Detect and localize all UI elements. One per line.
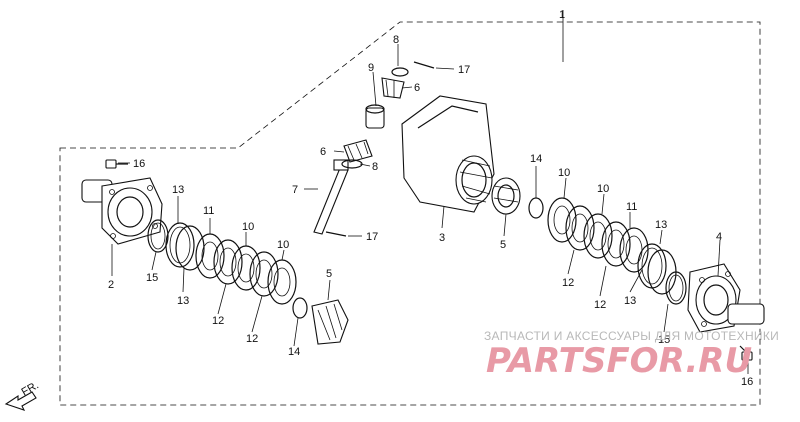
label-part-10-d: 10 — [597, 183, 609, 195]
part-14-ring-left — [292, 297, 308, 319]
label-part-6-lower: 6 — [320, 146, 326, 158]
front-direction-arrow-icon — [4, 391, 37, 411]
label-part-16-right: 16 — [741, 376, 753, 388]
label-part-16-left: 16 — [133, 158, 145, 170]
label-part-14-right: 14 — [530, 153, 542, 165]
part-2-flange-cover — [81, 177, 163, 245]
watermark-caption: ЗАПЧАСТИ И АКСЕССУАРЫ ДЛЯ МОТОТЕХНИКИ — [484, 329, 779, 343]
part-17-pin-upper — [413, 61, 435, 69]
label-part-4: 4 — [716, 231, 722, 243]
assembly-boundary — [59, 21, 761, 406]
label-part-13-b: 13 — [177, 295, 189, 307]
label-part-7: 7 — [292, 184, 298, 196]
label-part-8-upper: 8 — [393, 34, 399, 46]
part-14-ring-right — [528, 197, 544, 219]
label-part-17-upper: 17 — [458, 64, 470, 76]
part-5-side-gear-right — [491, 177, 521, 215]
label-part-12-c: 12 — [562, 277, 574, 289]
label-part-1: 1 — [559, 9, 565, 21]
part-6-pinion-gear-upper — [381, 77, 405, 99]
label-part-15-left: 15 — [146, 272, 158, 284]
label-part-12-d: 12 — [594, 299, 606, 311]
label-part-5-left: 5 — [326, 268, 332, 280]
label-part-13-a: 13 — [172, 184, 184, 196]
clutch-plate-stack-left — [195, 233, 297, 305]
label-part-8-lower: 8 — [372, 161, 378, 173]
front-direction-label: FR. — [20, 379, 41, 398]
part-5-side-gear-left — [311, 299, 349, 345]
watermark-brand: PARTSFOR.RU — [486, 341, 752, 381]
label-part-10-b: 10 — [277, 239, 289, 251]
part-7-pinion-shaft — [313, 159, 349, 235]
label-part-9: 9 — [368, 62, 374, 74]
label-part-14-left: 14 — [288, 346, 300, 358]
part-3-differential-case — [401, 95, 495, 213]
part-16-bolt-left — [105, 159, 128, 169]
label-part-5-right: 5 — [500, 239, 506, 251]
label-part-15-right: 15 — [658, 334, 670, 346]
label-part-11-right: 11 — [626, 201, 637, 213]
part-8-washer-upper — [391, 67, 409, 77]
label-part-10-a: 10 — [242, 221, 254, 233]
part-4-flange-cover — [687, 263, 765, 333]
part-15-ring-left — [147, 219, 169, 253]
part-17-pin-lower — [325, 231, 347, 237]
label-part-10-c: 10 — [558, 167, 570, 179]
clutch-plate-stack-right — [547, 197, 649, 273]
label-part-13-c: 13 — [655, 219, 667, 231]
label-part-17-lower: 17 — [366, 231, 378, 243]
part-6-pinion-gear-lower — [343, 139, 373, 163]
label-part-13-d: 13 — [624, 295, 636, 307]
label-part-6-upper: 6 — [414, 82, 420, 94]
label-part-11-left: 11 — [203, 205, 214, 217]
part-13-shim-left — [165, 222, 205, 271]
watermark: ЗАПЧАСТИ И АКСЕССУАРЫ ДЛЯ МОТОТЕХНИКИ PA… — [484, 329, 779, 381]
label-part-3: 3 — [439, 232, 445, 244]
label-part-12-a: 12 — [212, 315, 224, 327]
label-part-12-b: 12 — [246, 333, 258, 345]
leader-lines — [111, 44, 749, 374]
part-15-ring-right — [665, 271, 687, 305]
label-part-2: 2 — [108, 279, 114, 291]
part-16-bolt-right — [739, 345, 753, 361]
part-13-shim-right — [637, 243, 677, 295]
part-9-collar — [365, 104, 385, 129]
